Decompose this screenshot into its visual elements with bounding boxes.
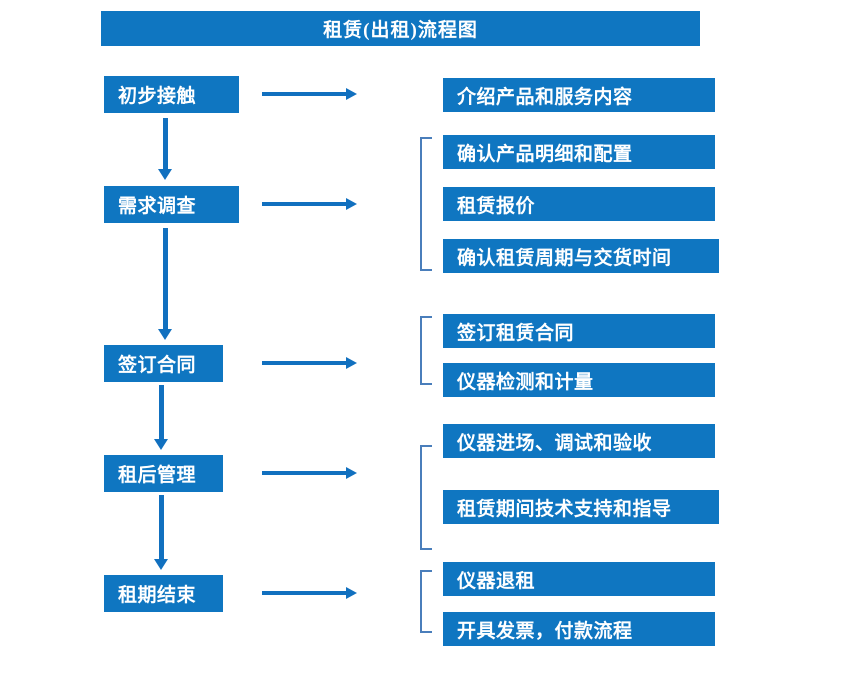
detail-box-5-2[interactable]: 开具发票，付款流程 [443,612,715,646]
down-arrow-1 [158,118,172,180]
detail-box-3-2[interactable]: 仪器检测和计量 [443,363,715,397]
detail-box-3-1[interactable]: 签订租赁合同 [443,314,715,348]
detail-box-1-1[interactable]: 介绍产品和服务内容 [443,78,715,112]
detail-box-2-3[interactable]: 确认租赁周期与交货时间 [443,239,719,273]
detail-box-2-2[interactable]: 租赁报价 [443,187,715,221]
detail-box-2-1[interactable]: 确认产品明细和配置 [443,135,715,169]
group-bracket-4 [420,445,432,550]
group-bracket-5 [420,570,432,633]
page-title: 租赁(出租)流程图 [101,11,700,46]
right-arrow-3 [262,357,357,369]
right-arrow-2 [262,198,357,210]
down-arrow-3 [154,385,168,450]
detail-box-5-1[interactable]: 仪器退租 [443,562,715,596]
right-arrow-4 [262,467,357,479]
stage-box-3[interactable]: 签订合同 [104,345,223,382]
group-bracket-2 [420,137,432,271]
stage-box-5[interactable]: 租期结束 [104,575,223,612]
stage-box-1[interactable]: 初步接触 [104,76,239,113]
stage-box-2[interactable]: 需求调查 [104,186,239,223]
detail-box-4-1[interactable]: 仪器进场、调试和验收 [443,424,715,458]
right-arrow-1 [262,88,357,100]
down-arrow-4 [154,495,168,570]
detail-box-4-2[interactable]: 租赁期间技术支持和指导 [443,490,719,524]
stage-box-4[interactable]: 租后管理 [104,455,223,492]
down-arrow-2 [158,228,172,340]
group-bracket-3 [420,316,432,385]
right-arrow-5 [262,587,357,599]
